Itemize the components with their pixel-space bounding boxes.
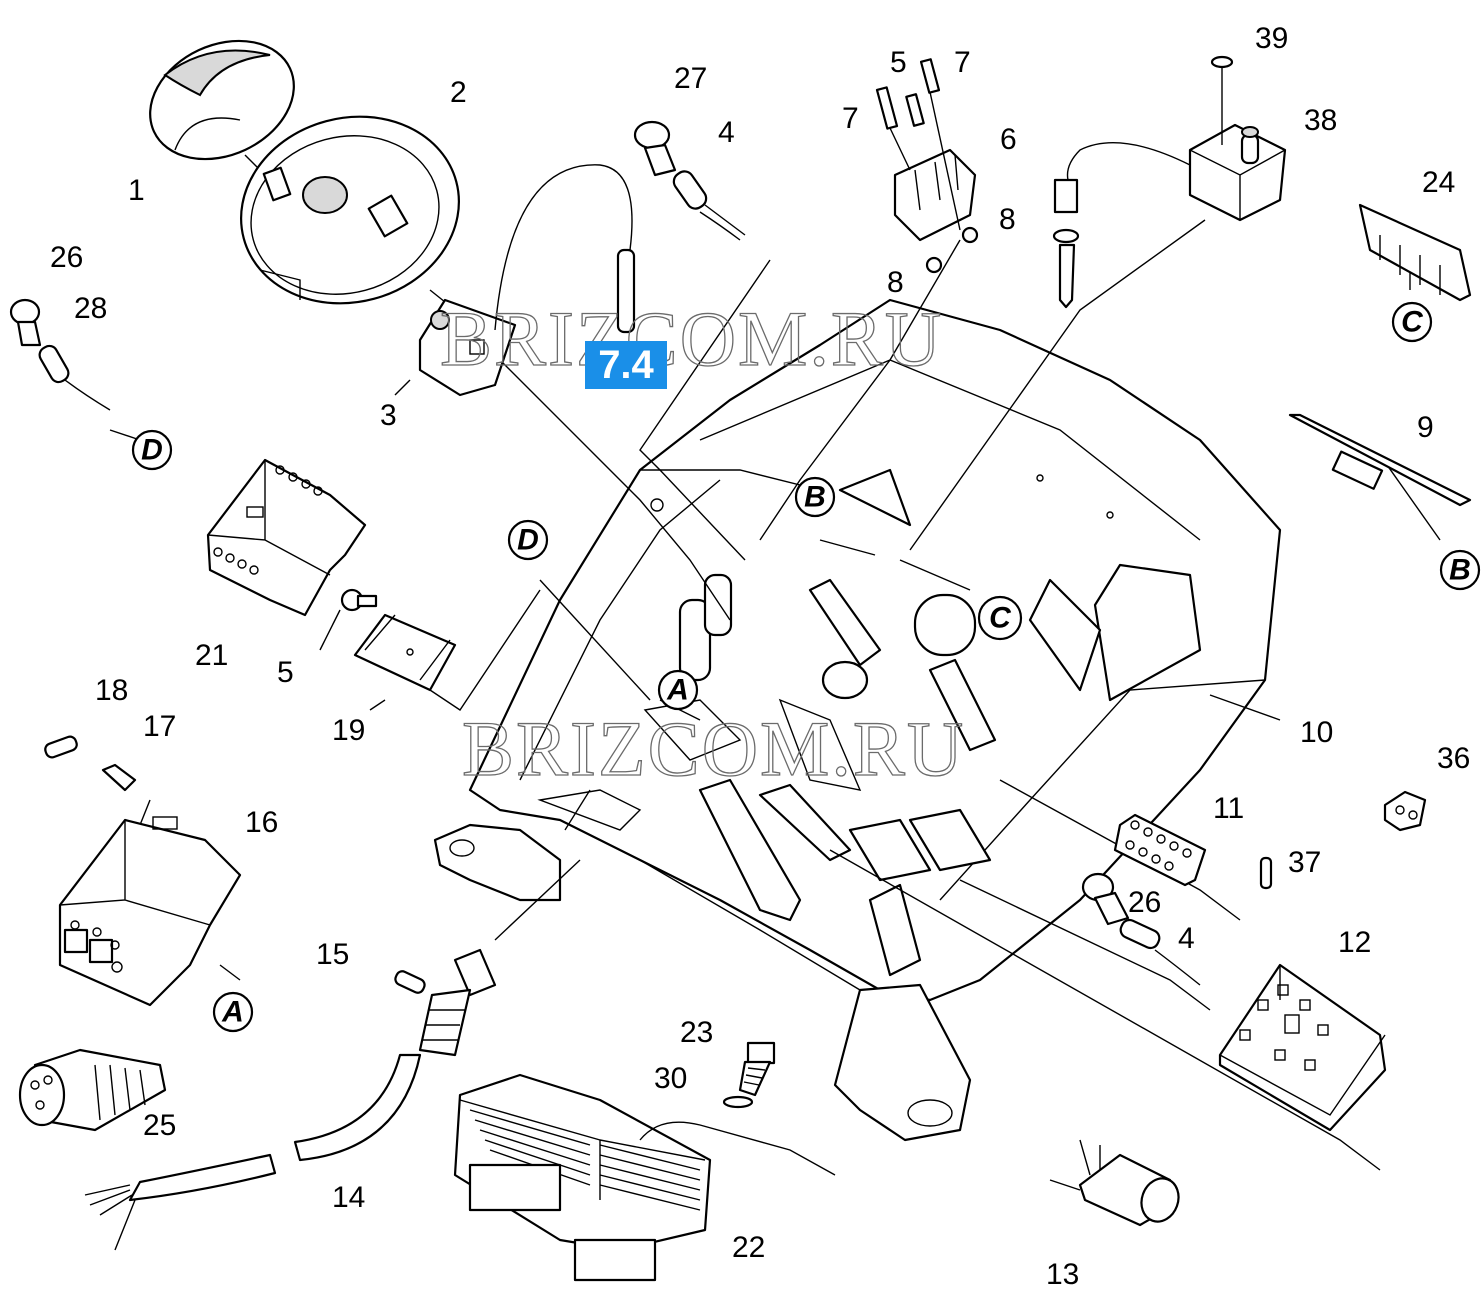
part-label: 38 — [1304, 104, 1337, 137]
part-2-switch-housing — [240, 115, 460, 305]
part-21-contactor — [206, 458, 367, 617]
part-label: 9 — [1417, 411, 1434, 444]
connector-label: C — [989, 602, 1012, 635]
part-14-cable — [84, 948, 497, 1251]
part-label: 4 — [1178, 922, 1195, 955]
part-label: 11 — [1213, 792, 1244, 825]
part-25-plug — [18, 1048, 167, 1132]
part-label: 8 — [999, 203, 1016, 236]
part-label: 21 — [195, 639, 228, 672]
part-label: 27 — [674, 62, 707, 95]
part-label: 16 — [245, 806, 278, 839]
part-label: 26 — [50, 241, 83, 274]
part-17-clip — [101, 763, 137, 792]
part-label: 37 — [1288, 846, 1321, 879]
part-label: 2 — [450, 76, 467, 109]
part-3-thermostat — [418, 164, 636, 397]
part-4-lamp-holder — [672, 170, 746, 241]
part-label: 13 — [1046, 1258, 1079, 1291]
part-19-din-rail — [353, 613, 457, 692]
part-label: 36 — [1437, 742, 1470, 775]
part-24-terminal-strip — [1358, 203, 1472, 302]
part-label: 28 — [74, 292, 107, 325]
part-18-connector — [44, 735, 78, 759]
part-label: 5 — [890, 46, 907, 79]
part-label: 10 — [1300, 716, 1333, 749]
part-label: 18 — [95, 674, 128, 707]
part-12-control-box — [1218, 963, 1387, 1132]
part-label: 26 — [1128, 886, 1161, 919]
part-30-washer — [722, 1095, 754, 1109]
leader-lines — [109, 154, 1441, 1171]
part-16-relay — [58, 816, 242, 1007]
part-15-fuse — [394, 970, 426, 994]
part-4-lamp-holder-right — [1119, 918, 1201, 986]
connector-label: B — [1449, 554, 1471, 587]
part-1-knob — [149, 39, 295, 161]
part-label: 1 — [128, 174, 145, 207]
part-label: 6 — [1000, 123, 1017, 156]
watermark-top: BRIZCOM.RU — [440, 295, 943, 382]
part-label: 7 — [842, 102, 859, 135]
part-26-lamp-left — [9, 298, 42, 347]
part-11-terminal-block — [1113, 813, 1207, 887]
part-label: 15 — [316, 938, 349, 971]
connector-label: D — [517, 524, 539, 557]
part-37-fuse — [1259, 856, 1273, 890]
part-39-screw — [1210, 55, 1234, 145]
part-label: 39 — [1255, 22, 1288, 55]
section-badge[interactable]: 7.4 — [585, 341, 667, 389]
part-label: 4 — [718, 116, 735, 149]
part-label: 14 — [332, 1181, 365, 1214]
part-label: 12 — [1338, 926, 1371, 959]
part-label: 7 — [954, 46, 971, 79]
connector-markers: D D B B C C A A — [131, 301, 1481, 1033]
part-label: 23 — [680, 1016, 713, 1049]
part-labels: 1 2 3 4 4 5 5 6 7 7 8 8 9 10 11 12 13 14… — [50, 22, 1470, 1291]
housing-10 — [433, 298, 1282, 1142]
part-5-screw — [340, 588, 378, 612]
connector-label: A — [221, 996, 244, 1029]
part-label: 8 — [887, 266, 904, 299]
part-9-strip — [1288, 413, 1472, 507]
part-36-connector — [1383, 790, 1427, 832]
part-label: 24 — [1422, 166, 1455, 199]
connector-label: D — [141, 434, 163, 467]
parts-5-6-7-8-terminal — [875, 58, 979, 274]
connector-label: B — [804, 481, 826, 514]
part-38-pressure-switch — [1052, 123, 1287, 309]
part-26-lamp-right — [1081, 872, 1130, 926]
part-28-lamp-holder — [38, 344, 111, 411]
connector-label: A — [666, 674, 689, 707]
part-label: 3 — [380, 399, 397, 432]
part-23-bolt — [738, 1041, 776, 1097]
part-label: 22 — [732, 1231, 765, 1264]
connector-label: C — [1401, 306, 1424, 339]
part-label: 25 — [143, 1109, 176, 1142]
part-13-filter — [1049, 1139, 1180, 1227]
part-label: 30 — [654, 1062, 687, 1095]
part-label: 17 — [143, 710, 176, 743]
part-27-lamp — [633, 120, 677, 177]
watermark-middle: BRIZCOM.RU — [462, 705, 965, 792]
part-22-transformer — [453, 1073, 836, 1282]
part-label: 5 — [277, 656, 294, 689]
part-label: 19 — [332, 714, 365, 747]
